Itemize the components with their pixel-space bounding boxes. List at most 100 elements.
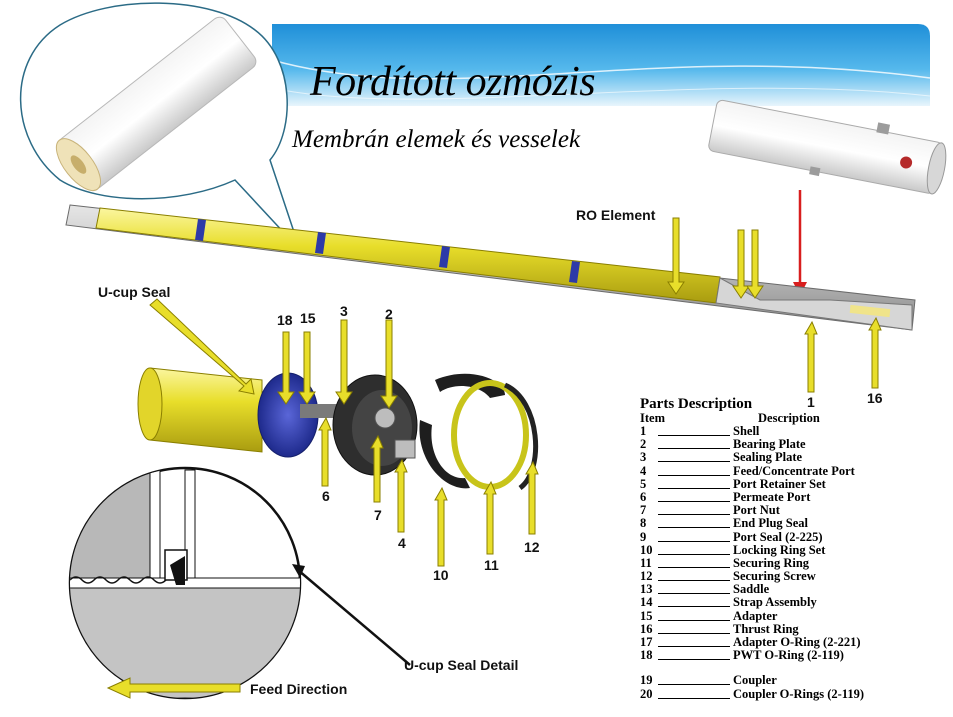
parts-extra-rows: 19 Coupler 20 Coupler O-Rings (2-119) xyxy=(640,673,864,701)
parts-row: 11 Securing Ring xyxy=(640,555,809,570)
part-leader-line xyxy=(658,593,730,595)
part-item-number: 4 xyxy=(640,463,647,478)
parts-row: 18 PWT O-Ring (2-119) xyxy=(640,648,844,663)
part-item-number: 16 xyxy=(640,621,653,636)
part-description: Permeate Port xyxy=(733,489,811,504)
part-leader-line xyxy=(658,646,730,647)
part-description: Securing Ring xyxy=(733,555,810,570)
parts-row: 16 Thrust Ring xyxy=(640,621,799,636)
part-description: PWT O-Ring (2-119) xyxy=(733,648,844,663)
ucup-seal-label: U-cup Seal xyxy=(98,284,171,300)
callout-arrows xyxy=(149,217,882,567)
part-item-number: 15 xyxy=(640,608,653,623)
part-item-number: 17 xyxy=(640,635,653,649)
title-banner xyxy=(271,24,931,106)
page-subtitle: Membrán elemek és vesselek xyxy=(292,126,581,153)
pressure-vessel-photo xyxy=(700,99,953,224)
part-item-number: 20 xyxy=(640,686,653,701)
parts-row: 2 Bearing Plate xyxy=(640,437,806,452)
part-item-number: 6 xyxy=(640,489,647,504)
part-item-number: 14 xyxy=(640,595,653,610)
part-leader-line xyxy=(658,474,730,476)
parts-heading: Parts Description xyxy=(640,396,753,412)
parts-row: 6 Permeate Port xyxy=(640,489,810,504)
feed-direction-label: Feed Direction xyxy=(250,681,348,697)
part-leader-line xyxy=(658,527,730,529)
page-title: Fordított ozmózis xyxy=(310,59,596,105)
part-leader-line xyxy=(658,448,730,450)
part-description: Locking Ring Set xyxy=(733,542,826,557)
part-description: Coupler xyxy=(733,673,777,688)
part-item-number: 1 xyxy=(640,424,647,438)
parts-header-row: Item Description xyxy=(640,412,820,425)
callout-number: 18 xyxy=(277,312,293,328)
callout-number: 10 xyxy=(433,567,449,583)
callout-number: 12 xyxy=(524,539,540,555)
part-leader-line xyxy=(658,566,730,568)
part-leader-line xyxy=(658,487,730,489)
parts-row: 12 Securing Screw xyxy=(640,569,816,584)
part-item-number: 10 xyxy=(640,542,653,557)
parts-row: 17 Adapter O-Ring (2-221) xyxy=(640,635,861,649)
parts-row: 10 Locking Ring Set xyxy=(640,542,825,557)
ucup-seal-detail-label: U-cup Seal Detail xyxy=(404,657,519,673)
part-leader-line xyxy=(658,659,730,661)
callout-number: 15 xyxy=(300,310,316,326)
membrane-element-bubble xyxy=(19,2,301,251)
part-leader-line xyxy=(658,540,730,542)
ucup-seal-detail-circle xyxy=(68,466,411,700)
part-leader-line xyxy=(658,606,730,608)
part-leader-line xyxy=(658,435,730,436)
part-leader-line xyxy=(658,500,730,502)
part-leader-line xyxy=(658,619,730,621)
feed-direction-arrow xyxy=(106,677,241,699)
parts-row: 14 Strap Assembly xyxy=(640,595,817,610)
callout-number: 1 xyxy=(807,394,815,410)
part-description: Adapter O-Ring (2-221) xyxy=(733,635,861,649)
part-item-number: 12 xyxy=(640,569,653,584)
part-description: Securing Screw xyxy=(733,569,816,584)
callout-number: 6 xyxy=(322,488,330,504)
vessel-cutaway xyxy=(65,204,916,331)
callout-number: 2 xyxy=(385,306,393,322)
part-item-number: 2 xyxy=(640,437,647,452)
part-leader-line xyxy=(658,553,730,555)
part-item-number: 9 xyxy=(640,529,647,544)
part-description: Port Seal (2-225) xyxy=(733,529,823,544)
col-desc-header: Description xyxy=(758,411,820,425)
part-description: End Plug Seal xyxy=(733,516,809,531)
callout-number: 7 xyxy=(374,507,382,523)
callout-number: 11 xyxy=(484,557,499,573)
part-description: Strap Assembly xyxy=(733,595,817,610)
part-description: Coupler O-Rings (2-119) xyxy=(733,686,865,701)
part-item-number: 11 xyxy=(640,555,652,570)
callout-number: 3 xyxy=(340,303,348,319)
callout-number: 4 xyxy=(398,535,406,551)
part-leader-line xyxy=(658,580,730,582)
part-item-number: 5 xyxy=(640,476,647,491)
parts-row: 20 Coupler O-Rings (2-119) xyxy=(640,686,864,701)
parts-row: 3 Sealing Plate xyxy=(640,450,802,465)
part-description: Adapter xyxy=(733,608,778,623)
part-item-number: 8 xyxy=(640,516,647,531)
part-description: Thrust Ring xyxy=(733,621,799,636)
part-item-number: 3 xyxy=(640,450,647,465)
parts-row: 9 Port Seal (2-225) xyxy=(640,529,823,544)
part-item-number: 18 xyxy=(640,648,653,663)
part-description: Port Nut xyxy=(733,503,780,518)
parts-row: 19 Coupler xyxy=(640,673,777,688)
part-description: Sealing Plate xyxy=(733,450,803,465)
part-item-number: 19 xyxy=(640,673,653,688)
part-leader-line xyxy=(658,514,730,516)
part-description: Shell xyxy=(733,424,760,438)
callout-number: 16 xyxy=(867,390,883,406)
parts-row: 8 End Plug Seal xyxy=(640,516,808,531)
part-description: Bearing Plate xyxy=(733,437,806,452)
part-item-number: 7 xyxy=(640,503,647,518)
part-leader-line xyxy=(658,632,730,634)
